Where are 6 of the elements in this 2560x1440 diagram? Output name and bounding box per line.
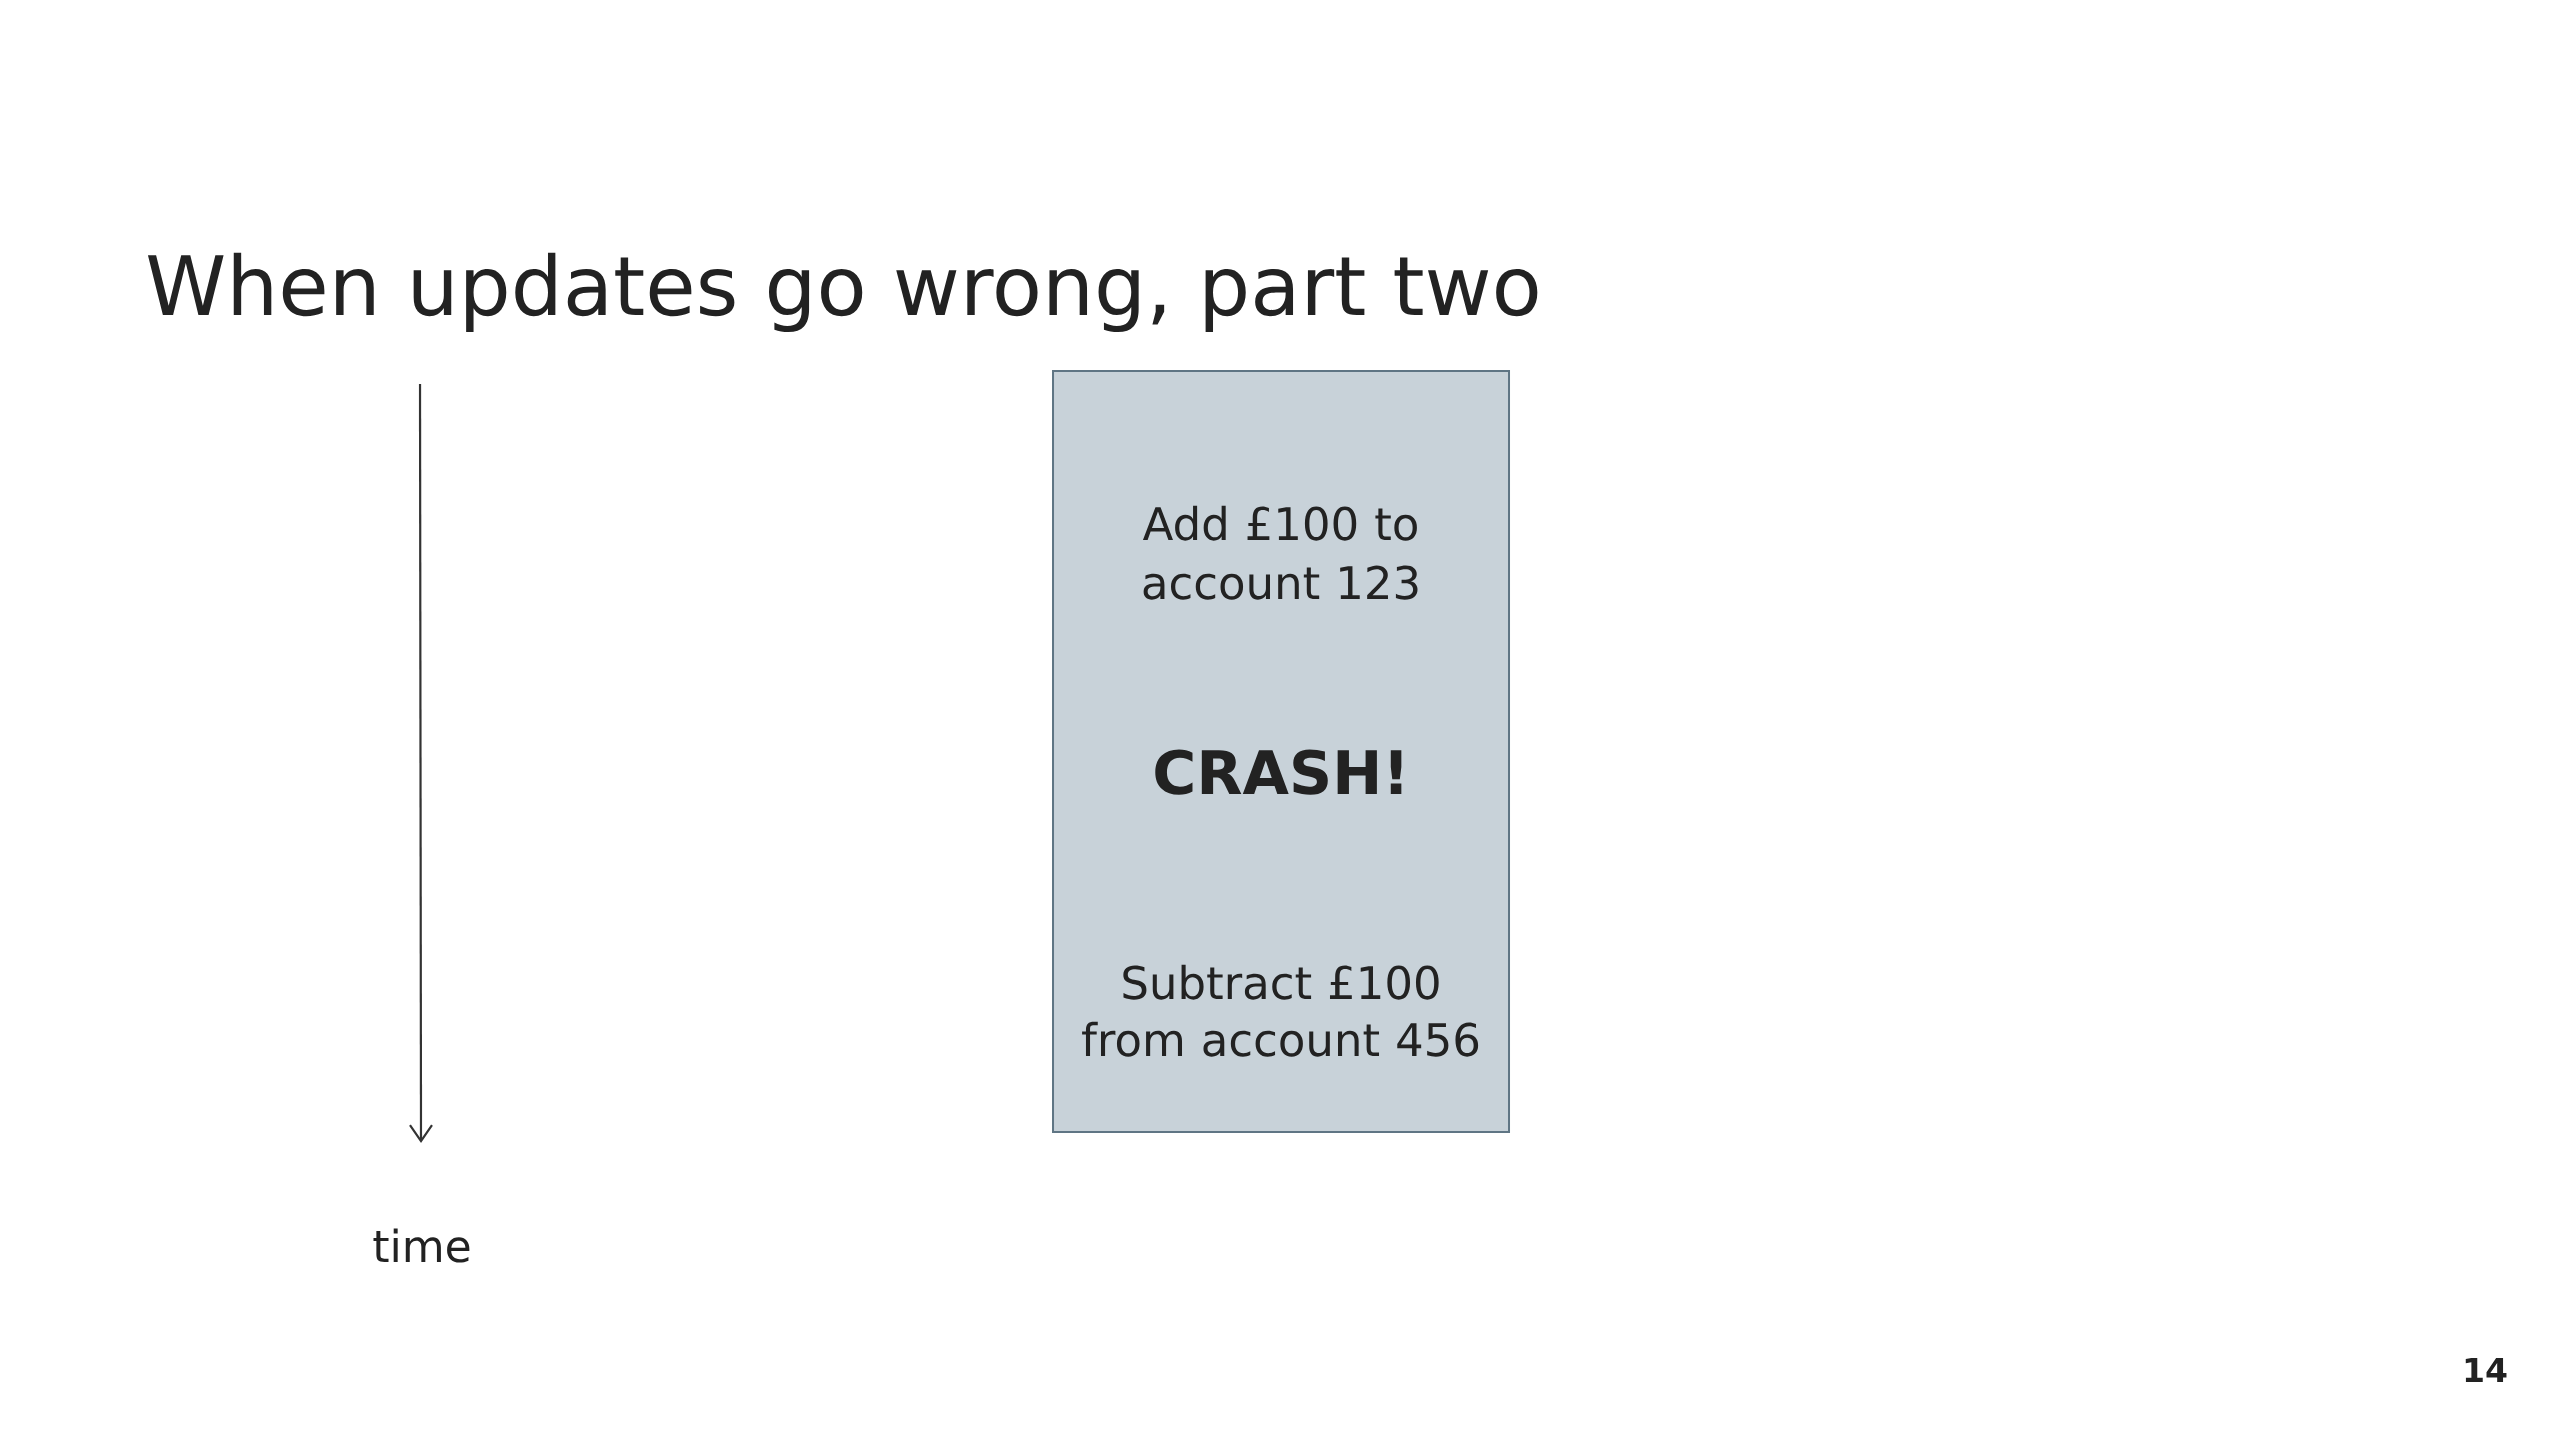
step-text: Subtract £100 from account 456 [1082, 964, 1479, 1057]
crash-text: CRASH! [1155, 749, 1402, 795]
slide-title: When updates go wrong, part two [147, 252, 1538, 333]
arrow-label: time [373, 1228, 470, 1263]
step-text: Add £100 to account 123 [1142, 505, 1418, 600]
page-number: 14 [2465, 1357, 2507, 1382]
